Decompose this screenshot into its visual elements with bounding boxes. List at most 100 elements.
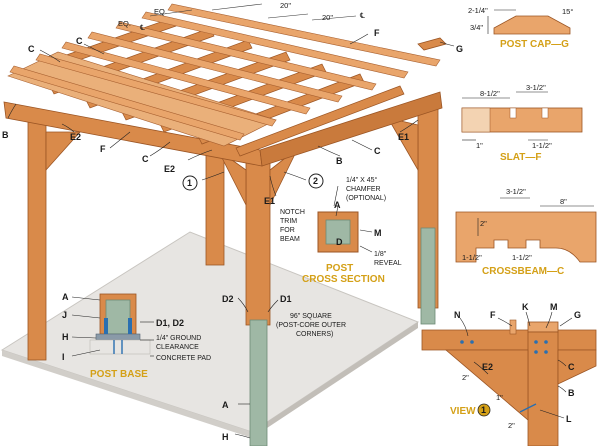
centerline-1: ℄	[139, 23, 146, 32]
slat-strips	[9, 3, 441, 141]
note-square-1: 96" SQUARE	[290, 313, 332, 320]
label-n-view: N	[454, 310, 461, 320]
centerline-2: ℄	[359, 11, 366, 20]
note-notch-4: BEAM	[280, 236, 300, 243]
label-c-right: C	[374, 146, 381, 156]
post-core-front-center	[249, 319, 268, 446]
post-front-left	[27, 119, 47, 361]
label-b-left: B	[2, 130, 9, 140]
title-view: VIEW	[450, 406, 476, 417]
title-slat: SLAT—F	[500, 152, 541, 163]
post-base-leaders	[71, 296, 154, 357]
label-a-bottom: A	[222, 400, 229, 410]
callout-1: 1	[187, 178, 192, 188]
note-square-2: (POST-CORE OUTER	[276, 322, 346, 329]
note-ground-2: CLEARANCE	[156, 344, 199, 351]
dim-slat-c: 1"	[476, 141, 483, 150]
post-core-back-right	[420, 227, 436, 325]
label-e2-mid: E2	[164, 164, 175, 174]
title-post-cross-2: CROSS SECTION	[302, 274, 385, 285]
dim-20-b: 20"	[322, 13, 333, 22]
dim-cb-e: 1-1/2"	[512, 253, 532, 262]
label-j-base: J	[62, 310, 67, 320]
label-m-cross: M	[374, 228, 382, 238]
beam-front-right	[259, 91, 443, 167]
post-cross-section	[317, 185, 373, 253]
note-ground-1: 1/4" GROUND	[156, 335, 201, 342]
note-reveal-2: REVEAL	[374, 260, 402, 267]
label-d-cross: D	[336, 237, 343, 247]
callout-2-circle	[308, 173, 324, 189]
label-i-base: I	[62, 352, 65, 362]
note-chamfer-3: (OPTIONAL)	[346, 195, 386, 202]
view-1-leaders	[459, 311, 573, 419]
label-k-view: K	[522, 302, 529, 312]
note-notch-1: NOTCH	[280, 209, 305, 216]
label-b-view: B	[568, 388, 575, 398]
dim-eq-1: EQ.	[118, 19, 131, 28]
label-e2-view: E2	[482, 362, 493, 372]
dim-cap-h: 3/4"	[470, 23, 483, 32]
note-notch-2: TRIM	[280, 218, 297, 225]
dim-view-b: 1"	[496, 393, 503, 402]
label-h-bottom: H	[222, 432, 229, 442]
label-g-view: G	[574, 310, 581, 320]
top-dims	[149, 3, 357, 21]
brace-back-right	[387, 117, 419, 172]
note-pad: CONCRETE PAD	[156, 355, 211, 362]
dim-eq-2: EQ.	[154, 7, 167, 16]
dim-cb-a: 3-1/2"	[506, 187, 526, 196]
label-c-view: C	[568, 362, 575, 372]
dim-slat-a: 8-1/2"	[480, 89, 500, 98]
note-chamfer-1: 1/4" X 45°	[346, 176, 378, 184]
dim-slat-d: 1-1/2"	[532, 141, 552, 150]
view-1-number: 1	[481, 405, 486, 415]
label-c-topleft: C	[28, 44, 35, 54]
note-square-3: CORNERS)	[296, 331, 333, 338]
title-post-cap: POST CAP—G	[500, 39, 569, 50]
view-1-circle	[477, 403, 491, 417]
brace-e1-left	[45, 131, 81, 172]
callout-1-circle	[182, 175, 198, 191]
leaders	[7, 33, 455, 439]
dim-cb-d: 1-1/2"	[462, 253, 482, 262]
label-c-mid: C	[142, 154, 149, 164]
post-base-detail	[89, 293, 151, 355]
label-c-top: C	[76, 36, 83, 46]
post-cap-detail	[487, 9, 571, 35]
label-f-left: F	[100, 144, 106, 154]
label-e2-left: E2	[70, 132, 81, 142]
note-reveal-1: 1/8"	[374, 251, 387, 258]
dim-20-a: 20"	[280, 1, 291, 10]
view-1-detail	[421, 319, 597, 446]
label-a-cross: A	[334, 200, 341, 210]
callout-2: 2	[313, 176, 318, 186]
dim-view-a: 2"	[462, 373, 469, 382]
dim-cap-w: 2-1/4"	[468, 6, 488, 15]
slat-detail	[461, 91, 583, 141]
label-d1: D1	[280, 294, 292, 304]
title-post-cross-1: POST	[326, 263, 353, 274]
dim-cb-b: 8"	[560, 197, 567, 206]
label-m-view: M	[550, 302, 558, 312]
label-l-view: L	[566, 414, 572, 424]
post-cap-g	[417, 37, 447, 51]
title-crossbeam: CROSSBEAM—C	[482, 266, 564, 277]
crossbeam-detail	[455, 197, 597, 263]
post-front-center	[245, 149, 271, 326]
label-f-view: F	[490, 310, 496, 320]
label-d2: D2	[222, 294, 234, 304]
title-post-base: POST BASE	[90, 369, 148, 380]
dim-slat-b: 3-1/2"	[526, 83, 546, 92]
label-e1-right: E1	[398, 132, 409, 142]
note-notch-3: FOR	[280, 227, 295, 234]
dim-cap-angle: 15°	[562, 7, 573, 16]
label-h-base: H	[62, 332, 69, 342]
label-b-mid: B	[336, 156, 343, 166]
label-f-top: F	[374, 28, 380, 38]
label-e1-center: E1	[264, 196, 275, 206]
label-d1d2-base: D1, D2	[156, 318, 184, 328]
note-chamfer-2: CHAMFER	[346, 186, 381, 193]
